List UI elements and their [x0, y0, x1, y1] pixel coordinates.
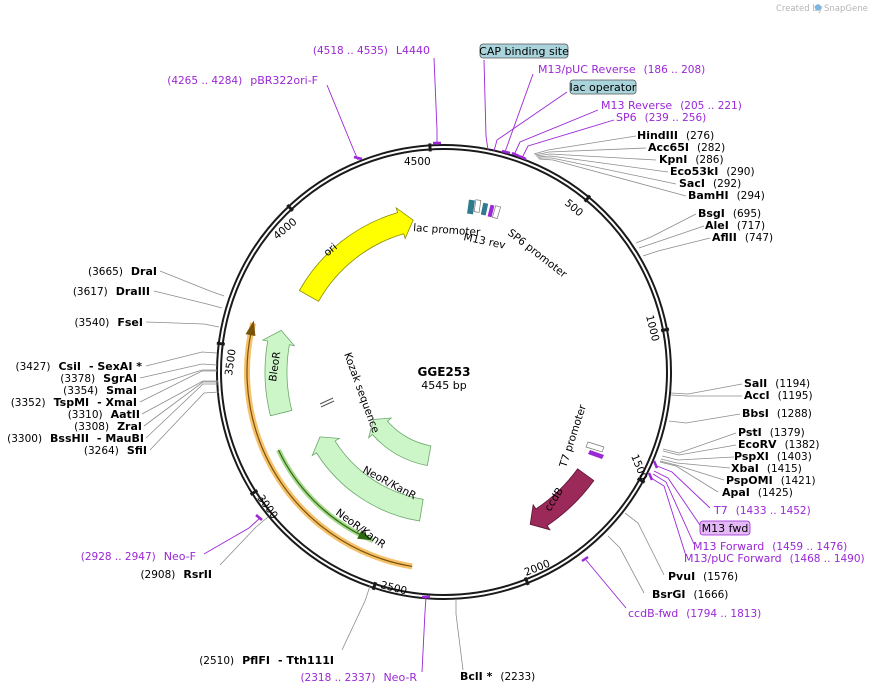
- tick-mark-500: [583, 194, 592, 203]
- plasmid-name: GGE253: [418, 365, 471, 379]
- site-smai: (3354)SmaI: [63, 384, 137, 397]
- site-bsrgi: BsrGI(1666): [652, 588, 728, 601]
- site-aatii: (3310)AatII: [68, 408, 140, 421]
- t7-promoter-glyph: [585, 441, 605, 459]
- plasmid-length: 4545 bp: [421, 379, 466, 392]
- neokanr-outer-label: NeoR/KanR: [333, 507, 388, 551]
- site-sgrai: (3378)SgrAI: [60, 372, 137, 385]
- green-feature-core: [277, 449, 365, 538]
- lac-operator-box[interactable]: lac operator: [569, 79, 637, 95]
- kozak-sequence-label: Kozak sequence: [341, 351, 381, 435]
- site-bsgi: BsgI(695): [698, 207, 761, 220]
- site-bbsi: BbsI(1288): [742, 407, 812, 420]
- primer-m13-reverse: M13 Reverse(205 .. 221): [601, 99, 742, 112]
- lac-promoter-label: lac promoter: [413, 222, 482, 239]
- primer-t7: T7(1433 .. 1452): [713, 504, 811, 517]
- primer-ccdb-fwd: ccdB-fwd(1794 .. 1813): [628, 607, 761, 620]
- tick-500: 500: [562, 197, 585, 219]
- site-pspomi: PspOMI(1421): [726, 474, 816, 487]
- site-fsei: (3540)FseI: [74, 316, 143, 329]
- site-eco53ki: Eco53kI(290): [670, 165, 755, 178]
- tick-mark-2500: [371, 581, 378, 591]
- backbone-inner-strand: [220, 148, 668, 596]
- m13-rev-label: M13 rev: [462, 231, 506, 252]
- t7-promoter-label: T7 promoter: [557, 403, 589, 470]
- left-site-labels: (3665)DraI (3617)DraIII (3540)FseI (3427…: [7, 265, 535, 683]
- site-aflii: AflII(747): [712, 231, 773, 244]
- primer-m13-forward: M13 Forward(1459 .. 1476): [693, 540, 847, 553]
- site-bsshii: (3300)BssHII- MauBI: [7, 432, 144, 445]
- orange-feature-core: [246, 330, 413, 567]
- site-draiii: (3617)DraIII: [73, 285, 150, 298]
- site-acci: AccI(1195): [744, 389, 813, 402]
- site-hindiii: HindIII(276): [637, 129, 714, 142]
- tick-2500: 2500: [379, 579, 408, 597]
- tick-1500: 1500: [628, 453, 649, 482]
- site-ecorv: EcoRV(1382): [738, 438, 820, 451]
- green-feature-arrowhead: [357, 529, 373, 541]
- primer-m13-puc-reverse: M13/pUC Reverse(186 .. 208): [538, 63, 705, 76]
- site-bcli: BclI *(2233): [460, 670, 535, 683]
- site-zrai: (3308)ZraI: [74, 420, 142, 433]
- snapgene-logo-icon: [814, 4, 822, 11]
- right-site-labels: HindIII(276) Acc65I(282) KpnI(286) Eco53…: [637, 129, 820, 601]
- neokanr-inner-feature-arrow[interactable]: [367, 417, 432, 466]
- tick-mark-3000: [249, 489, 259, 496]
- primer-sp6: SP6(239 .. 256): [616, 111, 706, 124]
- tick-1000: 1000: [643, 314, 661, 343]
- tick-mark-3500: [216, 341, 225, 346]
- site-bamhi: BamHI(294): [688, 189, 765, 202]
- lac-promoter-glyph: [467, 199, 501, 220]
- tick-mark-1000: [660, 327, 670, 333]
- site-psti: PstI(1379): [738, 426, 805, 439]
- tick-mark-4000: [286, 203, 294, 212]
- primer-neo-r: (2318 .. 2337)Neo-R: [300, 671, 417, 684]
- tick-marks: [216, 143, 670, 591]
- primer-labels: (4518 .. 4535)L4440 (4265 .. 4284)pBR322…: [81, 44, 865, 684]
- tick-mark-2000: [523, 576, 530, 586]
- primer-leader-lines: [203, 57, 711, 673]
- backbone-outer-strand: [216, 144, 672, 600]
- m13-fwd-label: M13 fwd: [702, 522, 749, 535]
- ori-feature-arrow[interactable]: [298, 206, 414, 302]
- site-saci: SacI(292): [679, 177, 741, 190]
- orange-feature-arrowhead: [245, 320, 256, 337]
- bleor-feature-arrow[interactable]: [261, 329, 296, 417]
- primer-neo-f: (2928 .. 2947)Neo-F: [81, 550, 196, 563]
- bleor-label: BleoR: [267, 351, 283, 383]
- site-acc65i: Acc65I(282): [648, 141, 725, 154]
- site-kpni: KpnI(286): [659, 153, 724, 166]
- site-pflfi: (2510)PflFI- Tth111I: [199, 654, 334, 667]
- lac-operator-label: lac operator: [570, 81, 637, 94]
- site-drai: (3665)DraI: [88, 265, 157, 278]
- site-csii: (3427)CsiI- SexAI *: [16, 360, 143, 373]
- site-pspxi: PspXI(1403): [734, 450, 812, 463]
- ccdb-feature-arrow[interactable]: [529, 468, 595, 531]
- site-leader-lines: [139, 135, 743, 671]
- site-tspmi: (3352)TspMI- XmaI: [11, 396, 137, 409]
- site-pvui: PvuI(1576): [668, 570, 738, 583]
- site-alei: AleI(717): [705, 219, 765, 232]
- tick-mark-1500: [636, 477, 646, 484]
- cap-binding-site-box[interactable]: CAP binding site: [479, 43, 569, 59]
- tick-4500: 4500: [404, 156, 431, 168]
- primer-pbr322ori-f: (4265 .. 4284)pBR322ori-F: [167, 74, 318, 87]
- sp6-promoter-label: SP6 promoter: [505, 227, 569, 281]
- credit-brand: SnapGene: [824, 4, 868, 14]
- m13-fwd-box[interactable]: M13 fwd: [699, 520, 751, 536]
- tick-3500: 3500: [223, 348, 239, 376]
- site-xbai: XbaI(1415): [731, 462, 802, 475]
- site-sali: SalI(1194): [744, 377, 810, 390]
- cap-binding-site-label: CAP binding site: [479, 45, 569, 58]
- site-sfii: (3264)SfiI: [84, 444, 147, 457]
- kozak-sequence-glyph: [319, 397, 335, 408]
- primer-l4440: (4518 .. 4535)L4440: [313, 44, 430, 57]
- site-apai: ApaI(1425): [722, 486, 793, 499]
- site-rsrii: (2908)RsrII: [140, 568, 212, 581]
- primer-m13-puc-forward: M13/pUC Forward(1468 .. 1490): [684, 552, 865, 565]
- neokanr-outer-feature-arrow[interactable]: [311, 436, 424, 522]
- credit-text: Created by: [776, 4, 823, 14]
